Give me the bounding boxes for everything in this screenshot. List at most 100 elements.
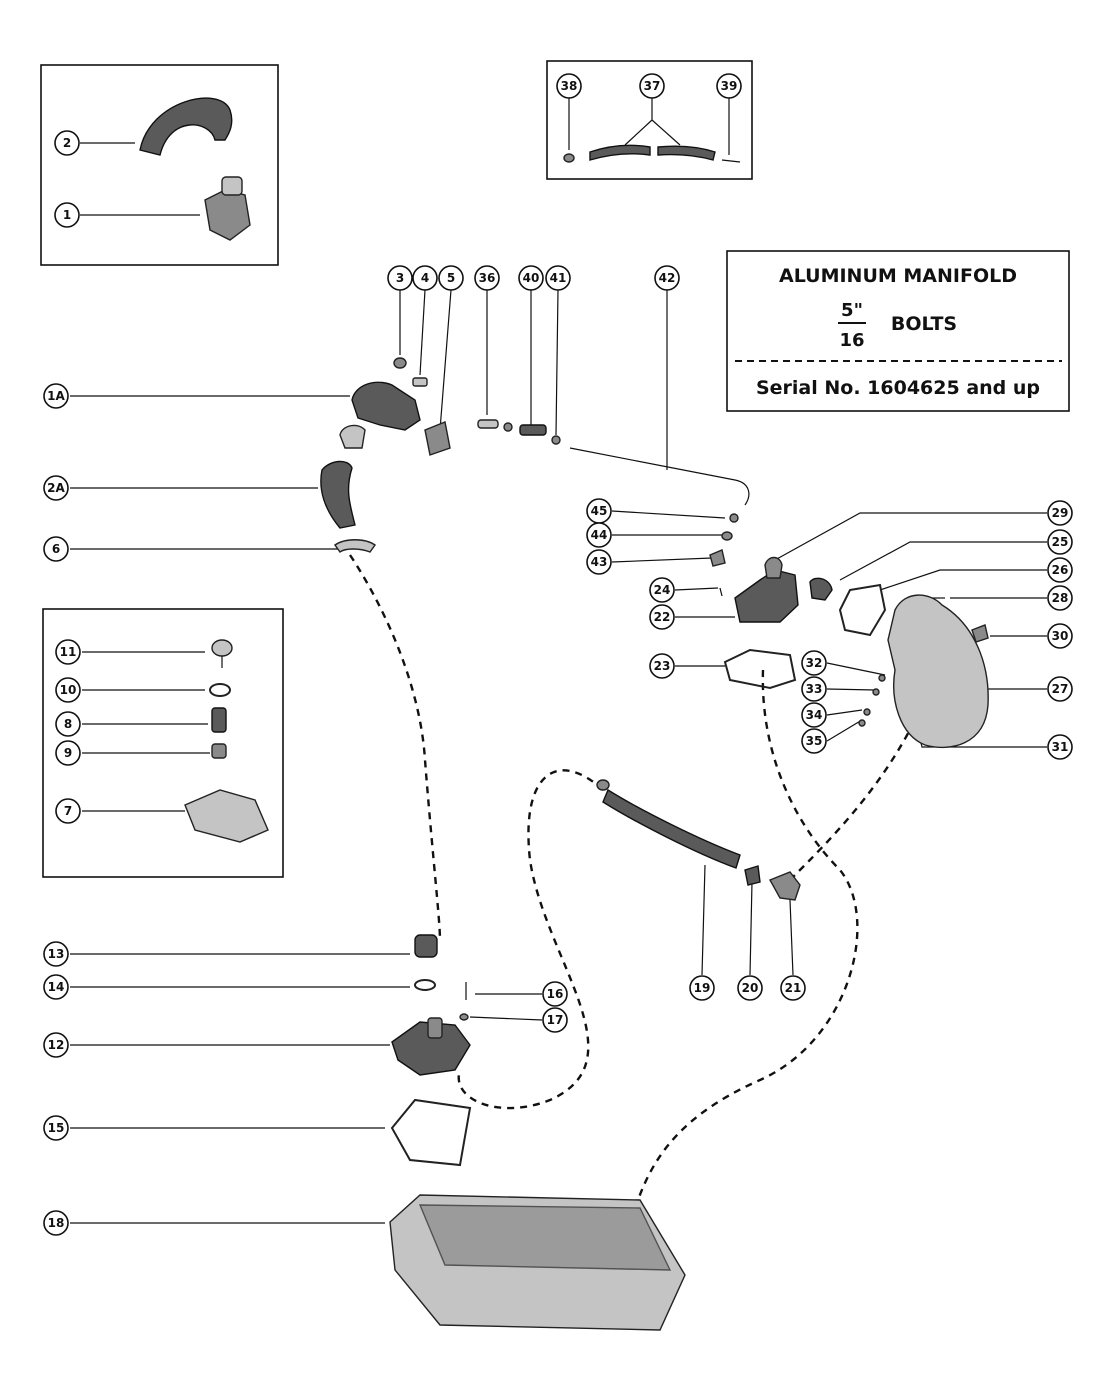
callout-1: 1 [54, 202, 80, 228]
callout-17: 17 [542, 1007, 568, 1033]
hose-route-loop [457, 769, 604, 1110]
svg-text:44: 44 [591, 528, 608, 542]
callout-2A: 2A [43, 475, 69, 501]
svg-text:22: 22 [654, 610, 671, 624]
fraction-numerator: 5" [841, 300, 863, 321]
serial-text: Serial No. 1604625 and up [756, 377, 1040, 399]
svg-text:1A: 1A [47, 389, 65, 403]
callout-14: 14 [43, 974, 69, 1000]
gasket-15 [390, 1098, 472, 1167]
svg-text:18: 18 [48, 1216, 65, 1230]
callout-10: 10 [55, 677, 81, 703]
callout-30: 30 [1047, 623, 1073, 649]
svg-text:12: 12 [48, 1038, 65, 1052]
elbow-fitting-part [204, 189, 251, 241]
svg-text:40: 40 [523, 271, 540, 285]
svg-text:20: 20 [742, 981, 759, 995]
svg-text:15: 15 [48, 1121, 65, 1135]
callout-39: 39 [716, 73, 742, 99]
fraction-denominator: 16 [839, 330, 864, 351]
callout-1A: 1A [43, 383, 69, 409]
svg-text:37: 37 [644, 79, 661, 93]
plate-12 [391, 1021, 471, 1076]
svg-text:39: 39 [721, 79, 738, 93]
tube-42 [569, 447, 750, 506]
callout-16: 16 [542, 981, 568, 1007]
svg-text:27: 27 [1052, 682, 1069, 696]
svg-text:2A: 2A [47, 481, 65, 495]
svg-text:19: 19 [694, 981, 711, 995]
svg-text:9: 9 [64, 746, 72, 760]
callout-11: 11 [55, 639, 81, 665]
gasket-23 [723, 648, 797, 690]
svg-text:13: 13 [48, 947, 65, 961]
svg-text:5: 5 [447, 271, 455, 285]
svg-text:30: 30 [1052, 629, 1069, 643]
callout-19: 19 [689, 975, 715, 1001]
callout-6: 6 [43, 536, 69, 562]
elbow-hose-part [139, 97, 233, 156]
callout-25: 25 [1047, 529, 1073, 555]
manifold-27 [887, 594, 989, 749]
callout-4: 4 [412, 265, 438, 291]
svg-text:10: 10 [60, 683, 77, 697]
callout-37: 37 [639, 73, 665, 99]
hose-route-left [349, 554, 442, 941]
callout-35: 35 [801, 728, 827, 754]
callout-41: 41 [545, 265, 571, 291]
leader-lines [70, 98, 1047, 1224]
svg-text:24: 24 [654, 583, 671, 597]
svg-text:23: 23 [654, 659, 671, 673]
svg-text:17: 17 [547, 1013, 564, 1027]
hose-19 [602, 788, 741, 869]
inset-box-elbow [40, 64, 279, 266]
svg-text:11: 11 [60, 645, 77, 659]
callout-22: 22 [649, 604, 675, 630]
hose-route-21 [789, 719, 917, 881]
callout-24: 24 [649, 577, 675, 603]
svg-text:28: 28 [1052, 591, 1069, 605]
callout-38: 38 [556, 73, 582, 99]
svg-text:8: 8 [64, 717, 72, 731]
svg-text:6: 6 [52, 542, 60, 556]
svg-text:45: 45 [591, 504, 608, 518]
callout-15: 15 [43, 1115, 69, 1141]
callout-31: 31 [1047, 734, 1073, 760]
callout-44: 44 [586, 522, 612, 548]
svg-text:41: 41 [550, 271, 567, 285]
callout-2: 2 [54, 130, 80, 156]
inset-box-valve [42, 608, 284, 878]
title-line: ALUMINUM MANIFOLD [779, 265, 1017, 287]
callout-3: 3 [387, 265, 413, 291]
manifold-fitting-part [351, 381, 421, 431]
callout-20: 20 [737, 975, 763, 1001]
svg-text:42: 42 [659, 271, 676, 285]
svg-text:16: 16 [547, 987, 564, 1001]
inset-box-hose-kit [546, 60, 753, 180]
svg-text:43: 43 [591, 555, 608, 569]
svg-text:1: 1 [63, 208, 71, 222]
parts [139, 97, 989, 1331]
callout-5: 5 [438, 265, 464, 291]
svg-text:26: 26 [1052, 563, 1069, 577]
svg-text:35: 35 [806, 734, 823, 748]
elbow-21 [769, 871, 801, 901]
callout-43: 43 [586, 549, 612, 575]
callout-34: 34 [801, 702, 827, 728]
callout-28: 28 [1047, 585, 1073, 611]
svg-text:21: 21 [785, 981, 802, 995]
valve-body-7 [184, 789, 269, 843]
svg-text:32: 32 [806, 656, 823, 670]
callout-40: 40 [518, 265, 544, 291]
hose-route-right [623, 669, 859, 1251]
callout-27: 27 [1047, 676, 1073, 702]
fraction-suffix: BOLTS [891, 313, 957, 335]
svg-text:3: 3 [396, 271, 404, 285]
svg-text:7: 7 [64, 804, 72, 818]
callout-8: 8 [55, 711, 81, 737]
callout-18: 18 [43, 1210, 69, 1236]
callout-36: 36 [474, 265, 500, 291]
svg-text:33: 33 [806, 682, 823, 696]
svg-text:4: 4 [421, 271, 429, 285]
